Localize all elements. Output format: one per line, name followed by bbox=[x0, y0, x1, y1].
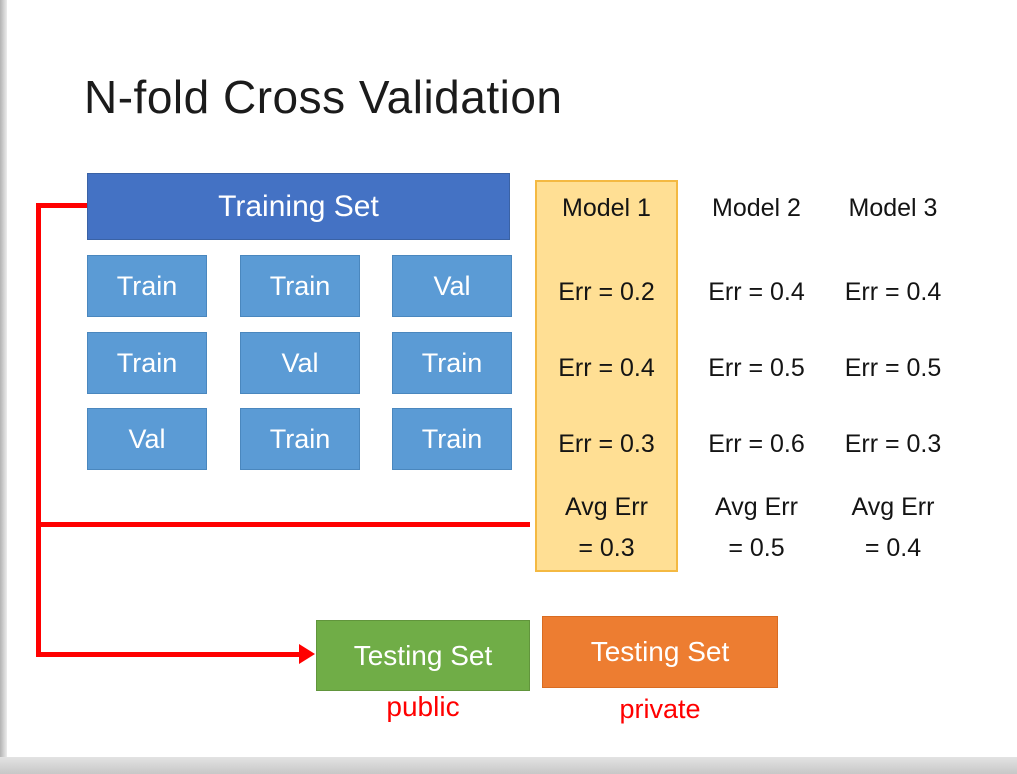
testing-set-private-box: Testing Set bbox=[542, 616, 778, 688]
arrow-segment-middle bbox=[36, 522, 530, 527]
arrow-segment-top bbox=[36, 203, 88, 208]
fold-cell-r2c2: Train bbox=[392, 408, 512, 470]
model2-title: Model 2 bbox=[712, 194, 801, 222]
model1-error-3: Err = 0.3 bbox=[558, 430, 655, 458]
testing-set-public-box: Testing Set bbox=[316, 620, 530, 691]
model2-avg-label: Avg Err bbox=[715, 493, 798, 521]
training-set-header: Training Set bbox=[87, 173, 510, 240]
fold-cell-r0c1: Train bbox=[240, 255, 360, 317]
model1-error-1: Err = 0.2 bbox=[558, 278, 655, 306]
window-bottom-edge bbox=[0, 757, 1017, 774]
fold-cell-r1c1: Val bbox=[240, 332, 360, 394]
model2-error-2: Err = 0.5 bbox=[708, 354, 805, 382]
fold-cell-r1c0: Train bbox=[87, 332, 207, 394]
model3-error-3: Err = 0.3 bbox=[844, 430, 942, 458]
fold-cell-r1c2: Train bbox=[392, 332, 512, 394]
fold-cell-r0c0: Train bbox=[87, 255, 207, 317]
slide-title: N-fold Cross Validation bbox=[84, 71, 563, 123]
model3-avg-value: = 0.4 bbox=[864, 534, 922, 562]
model1-title: Model 1 bbox=[562, 194, 651, 222]
fold-cell-r2c0: Val bbox=[87, 408, 207, 470]
model2-avg-value: = 0.5 bbox=[728, 534, 785, 562]
model2-error-1: Err = 0.4 bbox=[708, 278, 805, 306]
arrow-segment-bottom bbox=[36, 652, 301, 657]
model1-error-2: Err = 0.4 bbox=[558, 354, 655, 382]
fold-cell-r0c2: Val bbox=[392, 255, 512, 317]
model3-error-2: Err = 0.5 bbox=[844, 354, 942, 382]
public-label: public bbox=[386, 691, 460, 722]
arrow-segment-vertical bbox=[36, 203, 41, 657]
model2-error-3: Err = 0.6 bbox=[708, 430, 805, 458]
model1-avg-value: = 0.3 bbox=[578, 534, 635, 562]
model3-error-1: Err = 0.4 bbox=[844, 278, 942, 306]
fold-cell-r2c1: Train bbox=[240, 408, 360, 470]
window-left-edge bbox=[0, 0, 7, 774]
arrow-head bbox=[299, 644, 315, 664]
model1-avg-label: Avg Err bbox=[565, 493, 648, 521]
model3-title: Model 3 bbox=[848, 194, 938, 222]
private-label: private bbox=[619, 694, 701, 724]
model3-avg-label: Avg Err bbox=[851, 493, 935, 521]
model1-highlight-box bbox=[535, 180, 678, 572]
